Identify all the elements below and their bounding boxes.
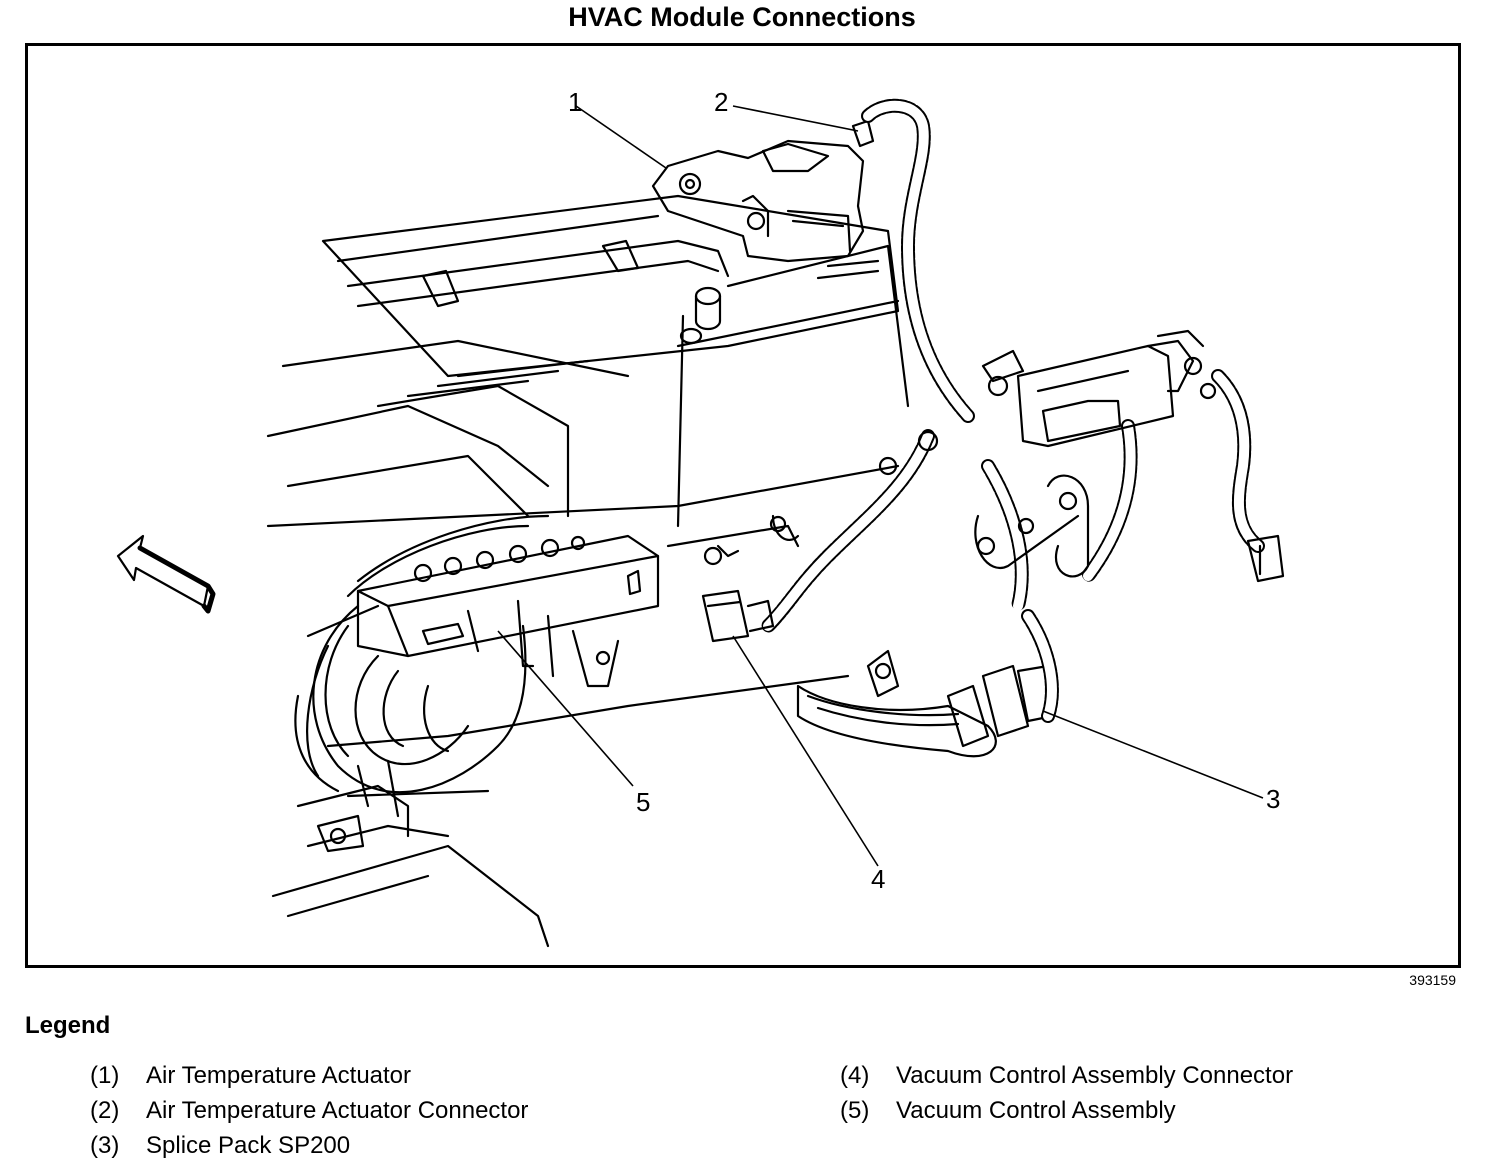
legend-item-label: Splice Pack SP200 [146, 1132, 351, 1159]
diagram-frame: 1 2 3 4 5 [25, 43, 1461, 968]
legend-item: (4) Vacuum Control Assembly Connector [840, 1062, 1293, 1090]
figure-id: 393159 [1409, 972, 1456, 988]
legend-item-label: Air Temperature Actuator [146, 1062, 412, 1089]
legend-item-number: (2) [90, 1097, 120, 1124]
callout-1: 1 [568, 87, 582, 117]
legend-item: (2) Air Temperature Actuator Connector [90, 1097, 528, 1125]
legend-item-number: (4) [840, 1062, 870, 1089]
legend-title: Legend [25, 1012, 111, 1039]
legend-item-label: Vacuum Control Assembly [896, 1097, 1176, 1124]
hvac-line-drawing: 1 2 3 4 5 [116, 87, 1285, 948]
legend-item-number: (3) [90, 1132, 120, 1159]
direction-arrow-icon [116, 534, 216, 614]
legend-item-label: Vacuum Control Assembly Connector [896, 1062, 1294, 1089]
legend-item-label: Air Temperature Actuator Connector [146, 1097, 529, 1124]
callout-4: 4 [871, 864, 885, 894]
legend-item-number: (1) [90, 1062, 120, 1089]
callout-3: 3 [1266, 784, 1280, 814]
callout-2: 2 [714, 87, 728, 117]
legend-item: (5) Vacuum Control Assembly [840, 1097, 1176, 1125]
legend-item: (1) Air Temperature Actuator [90, 1062, 411, 1090]
diagram-title: HVAC Module Connections [568, 2, 916, 32]
legend-item-number: (5) [840, 1097, 870, 1124]
callout-5: 5 [636, 787, 650, 817]
legend-item: (3) Splice Pack SP200 [90, 1132, 350, 1160]
